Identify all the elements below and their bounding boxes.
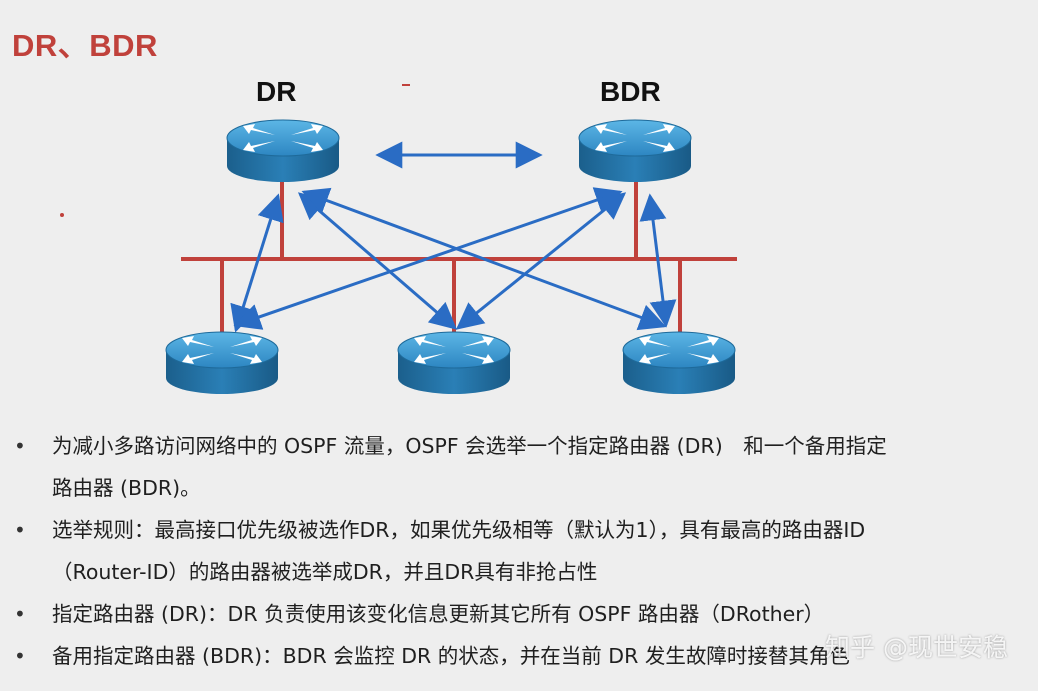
router-drother-3 bbox=[622, 331, 736, 395]
bullet-text: 备用指定路由器 (BDR)：BDR 会监控 DR 的状态，并在当前 DR 发生故… bbox=[52, 644, 850, 668]
ospf-topology-diagram bbox=[60, 84, 737, 395]
slide-title: DR、BDR bbox=[12, 28, 158, 63]
bullet-item: 选举规则：最高接口优先级被选作DR，如果优先级相等（默认为1），具有最高的路由器… bbox=[0, 509, 1038, 593]
arrow-bdr-router3 bbox=[639, 193, 677, 328]
bullet-list: 为减小多路访问网络中的 OSPF 流量，OSPF 会选举一个指定路由器 (DR)… bbox=[0, 425, 1038, 677]
lan-bus bbox=[181, 180, 737, 336]
bullet-text: 为减小多路访问网络中的 OSPF 流量，OSPF 会选举一个指定路由器 (DR)… bbox=[52, 434, 887, 458]
router-drother-2 bbox=[397, 331, 511, 395]
bullet-item: 备用指定路由器 (BDR)：BDR 会监控 DR 的状态，并在当前 DR 发生故… bbox=[0, 635, 1038, 677]
bullet-item: 为减小多路访问网络中的 OSPF 流量，OSPF 会选举一个指定路由器 (DR)… bbox=[0, 425, 1038, 509]
bullet-text-continued: 路由器 (BDR)。 bbox=[52, 476, 201, 500]
router-drother-1 bbox=[165, 331, 279, 395]
arrow-bdr-router2 bbox=[455, 192, 627, 330]
stray-dot bbox=[60, 213, 64, 217]
bullet-text: 指定路由器 (DR)：DR 负责使用该变化信息更新其它所有 OSPF 路由器（D… bbox=[52, 602, 825, 626]
bullet-item: 指定路由器 (DR)：DR 负责使用该变化信息更新其它所有 OSPF 路由器（D… bbox=[0, 593, 1038, 635]
arrow-dr-router1 bbox=[230, 193, 284, 333]
watermark: 知乎 @现世安稳 bbox=[825, 633, 1008, 662]
stray-mark bbox=[402, 84, 410, 86]
bullet-text-continued: （Router-ID）的路由器被选举成DR，并且DR具有非抢占性 bbox=[52, 560, 598, 584]
dr-label: DR bbox=[256, 76, 297, 107]
router-dr bbox=[226, 119, 340, 183]
router-bdr bbox=[578, 119, 692, 183]
adjacency-arrows bbox=[230, 141, 677, 333]
bdr-label: BDR bbox=[600, 76, 661, 107]
bullet-text: 选举规则：最高接口优先级被选作DR，如果优先级相等（默认为1），具有最高的路由器… bbox=[52, 518, 866, 542]
